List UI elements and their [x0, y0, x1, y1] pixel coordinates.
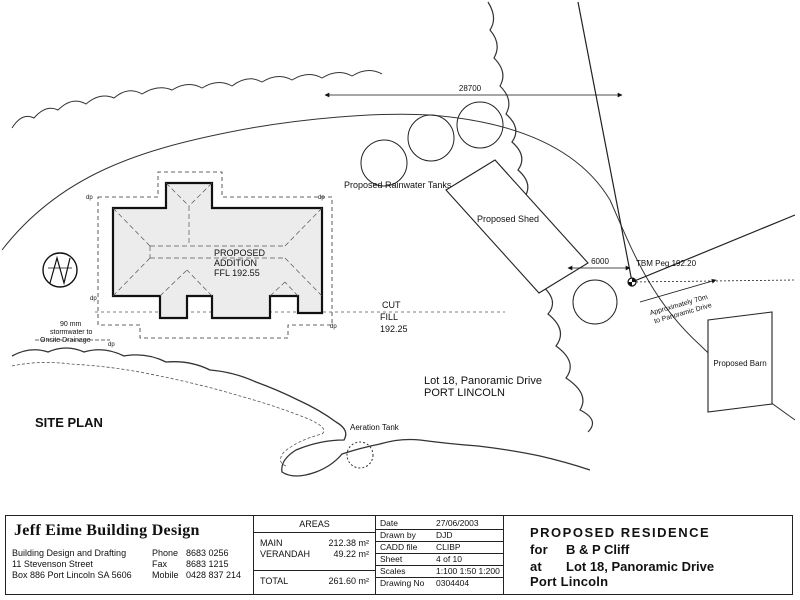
drawing-no-value: 0304404	[436, 578, 470, 588]
vegetation-band-inner	[11, 362, 325, 467]
boundary-line-east-2	[631, 214, 796, 283]
scales-value: 1:100 1:50 1:200	[436, 566, 500, 576]
downpipe-label: dp	[330, 324, 337, 330]
proposed-barn	[707, 311, 773, 413]
rainwater-tank	[456, 101, 504, 149]
rainwater-tank	[407, 114, 455, 162]
downpipe-label: dp	[108, 342, 115, 348]
project-panel: PROPOSED RESIDENCE for B & P Cliff at Lo…	[504, 516, 792, 594]
client-name: B & P Cliff	[566, 542, 630, 557]
total-area-value: 261.60 m²	[328, 576, 369, 586]
addition-label-2: ADDITION	[214, 258, 257, 268]
panoramic-arrow	[639, 278, 717, 303]
verandah-outline	[97, 171, 333, 339]
firm-name: Jeff Eime Building Design	[14, 522, 200, 539]
downpipe-label: dp	[86, 195, 93, 201]
addition-label-1: PROPOSED	[214, 248, 266, 258]
firm-panel: Jeff Eime Building Design Building Desig…	[6, 516, 254, 594]
fax-value: 8683 1215	[186, 559, 229, 569]
phone-label: Phone	[152, 548, 179, 558]
cadd-value: CLIBP	[436, 542, 461, 552]
verandah-area-value: 49.22 m²	[333, 549, 369, 559]
fax-label: Fax	[152, 559, 168, 569]
meta-row-date: Date 27/06/2003	[376, 518, 503, 530]
meta-row-drawn: Drawn by DJD	[376, 530, 503, 542]
existing-tank	[572, 279, 618, 325]
meta-panel: Date 27/06/2003 Drawn by DJD CADD file C…	[376, 516, 504, 594]
rainwater-tanks-label: Proposed Rainwater Tanks	[344, 180, 452, 190]
verandah-area-label: VERANDAH	[260, 549, 311, 559]
downpipe-label: dp	[318, 195, 325, 201]
for-label: for	[530, 542, 548, 557]
fill-label: FILL	[380, 312, 398, 322]
firm-tagline: Building Design and Drafting	[12, 548, 127, 558]
drawn-by-label: Drawn by	[380, 530, 416, 540]
date-value: 27/06/2003	[436, 518, 479, 528]
meta-row-drawing-no: Drawing No 0304404	[376, 578, 503, 589]
boundary-line-east-1	[577, 1, 633, 283]
sheet-label: Sheet	[380, 554, 403, 564]
dimension-28700-label: 28700	[459, 84, 482, 93]
main-area-value: 212.38 m²	[328, 538, 369, 548]
mobile-label: Mobile	[152, 570, 179, 580]
main-area-label: MAIN	[260, 538, 283, 548]
north-arrow-icon	[42, 252, 78, 288]
addition-ffl: FFL 192.55	[214, 268, 260, 278]
rainwater-tank	[360, 139, 408, 187]
phone-value: 8683 0256	[186, 548, 229, 558]
meta-row-scales: Scales 1:100 1:50 1:200	[376, 566, 503, 578]
at-label: at	[530, 559, 542, 574]
project-address-1: Lot 18, Panoramic Drive	[566, 559, 715, 574]
downpipe-label: dp	[90, 296, 97, 302]
areas-panel: AREAS MAIN 212.38 m² VERANDAH 49.22 m² T…	[254, 516, 376, 594]
aeration-tank	[346, 441, 374, 469]
firm-street: 11 Stevenson Street	[12, 559, 93, 569]
cadd-label: CADD file	[380, 542, 418, 552]
stormwater-note-3: Onsite Drainage	[40, 337, 91, 344]
title-block: Jeff Eime Building Design Building Desig…	[5, 515, 793, 595]
project-title: PROPOSED RESIDENCE	[530, 525, 711, 540]
aeration-tank-label: Aeration Tank	[350, 423, 400, 432]
project-address-2: Port Lincoln	[530, 574, 609, 589]
lot-line-2: PORT LINCOLN	[424, 387, 505, 399]
vegetation-band	[11, 347, 591, 477]
meta-row-cadd: CADD file CLIBP	[376, 542, 503, 554]
firm-postal: Box 886 Port Lincoln SA 5606	[12, 570, 132, 580]
mobile-value: 0428 837 214	[186, 570, 242, 580]
drawing-title: SITE PLAN	[35, 415, 103, 430]
cut-label: CUT	[382, 300, 401, 310]
areas-header: AREAS	[299, 519, 330, 529]
cut-fill-level: 192.25	[380, 324, 408, 334]
tree-line-north	[11, 70, 383, 129]
lot-line-1: Lot 18, Panoramic Drive	[424, 375, 542, 387]
scales-label: Scales	[380, 566, 406, 576]
drawn-by-value: DJD	[436, 530, 453, 540]
total-area-label: TOTAL	[260, 576, 289, 586]
drawing-no-label: Drawing No	[380, 578, 425, 588]
roof-lines	[112, 182, 323, 297]
date-label: Date	[380, 518, 398, 528]
dimension-6000-label: 6000	[591, 257, 609, 266]
stormwater-note-2: stormwater to	[50, 329, 93, 336]
meta-row-sheet: Sheet 4 of 10	[376, 554, 503, 566]
proposed-shed	[445, 159, 589, 294]
shed-label: Proposed Shed	[477, 214, 539, 224]
stormwater-note-1: 90 mm	[60, 321, 82, 328]
tbm-label: TBM Peg 192.20	[636, 259, 697, 268]
barn-label: Proposed Barn	[713, 359, 766, 368]
sheet-value: 4 of 10	[436, 554, 462, 564]
